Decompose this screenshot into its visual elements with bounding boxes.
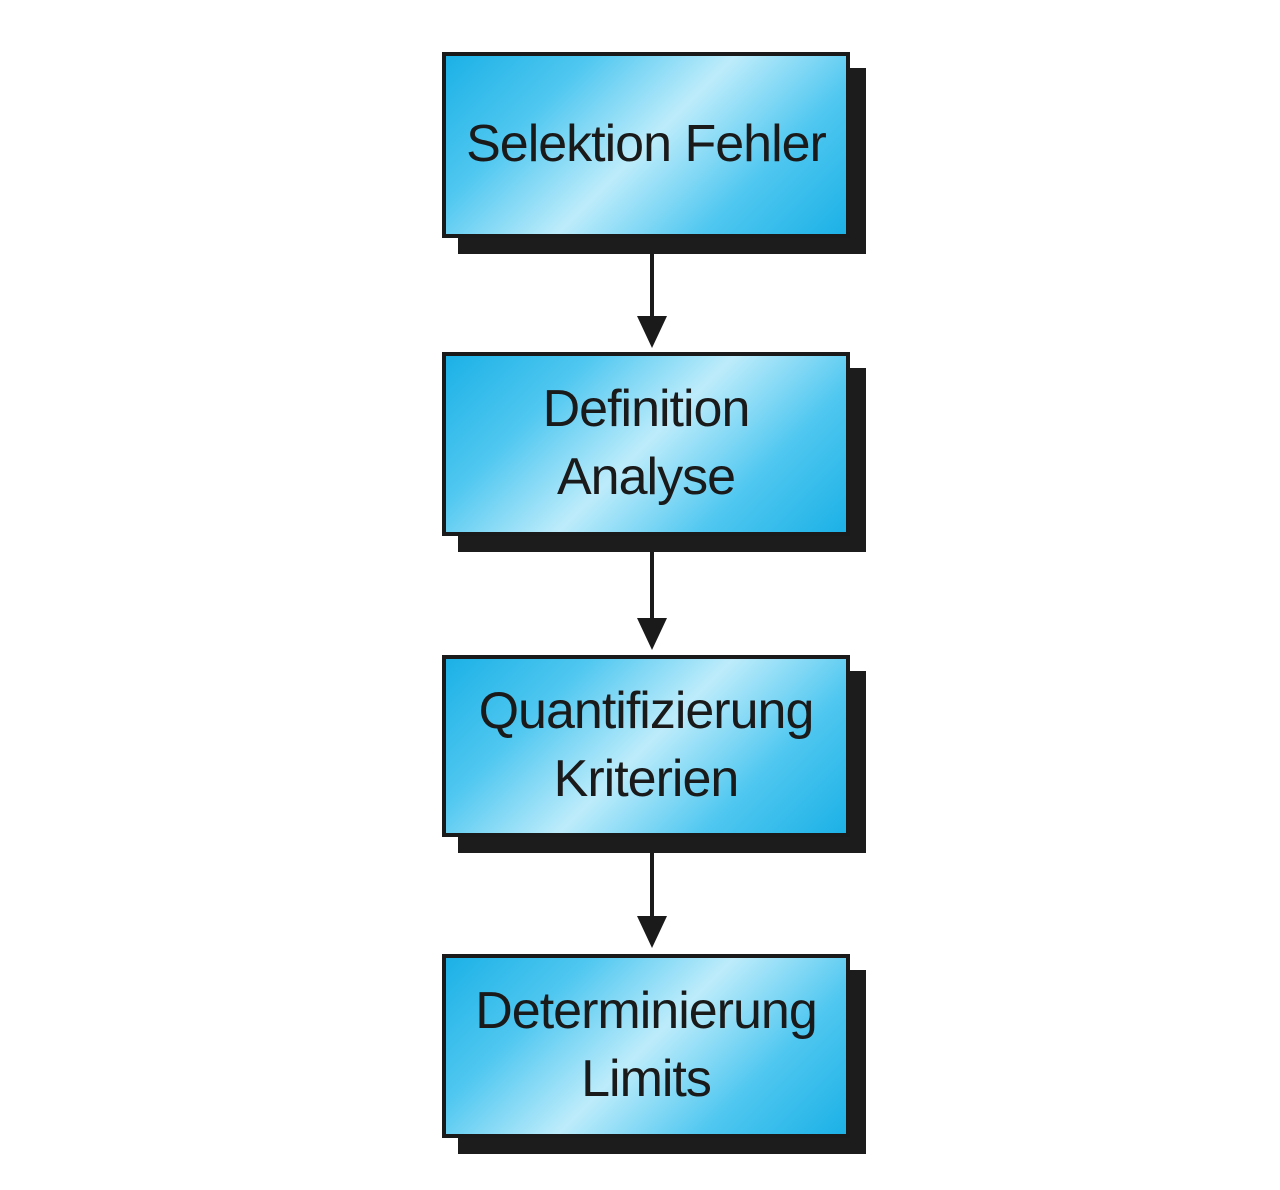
arrow-2-to-3 [637,552,667,650]
step-4-line-2: Limits [581,1050,712,1108]
step-selektion-fehler: Selektion Fehler [442,52,850,238]
arrow-1-head [637,316,667,348]
step-determinierung-limits: Determinierung Limits [442,954,850,1138]
arrow-3-to-4 [637,853,667,948]
step-2-line-1: Definition [542,380,751,439]
step-4-line-1: Determinierung [475,982,817,1041]
arrow-1-to-2 [637,254,667,348]
arrow-2-head [637,618,667,650]
step-3-line-1: Quantifizierung [478,682,815,741]
step-2-line-2: Analyse [557,448,736,506]
arrow-3-head [637,916,667,948]
step-definition-analyse: Definition Analyse [442,352,850,536]
step-3-line-2: Kriterien [553,750,740,808]
step-quantifizierung-kriterien: Quantifizierung Kriterien [442,655,850,837]
step-1-line-1: Selektion Fehler [466,115,827,174]
